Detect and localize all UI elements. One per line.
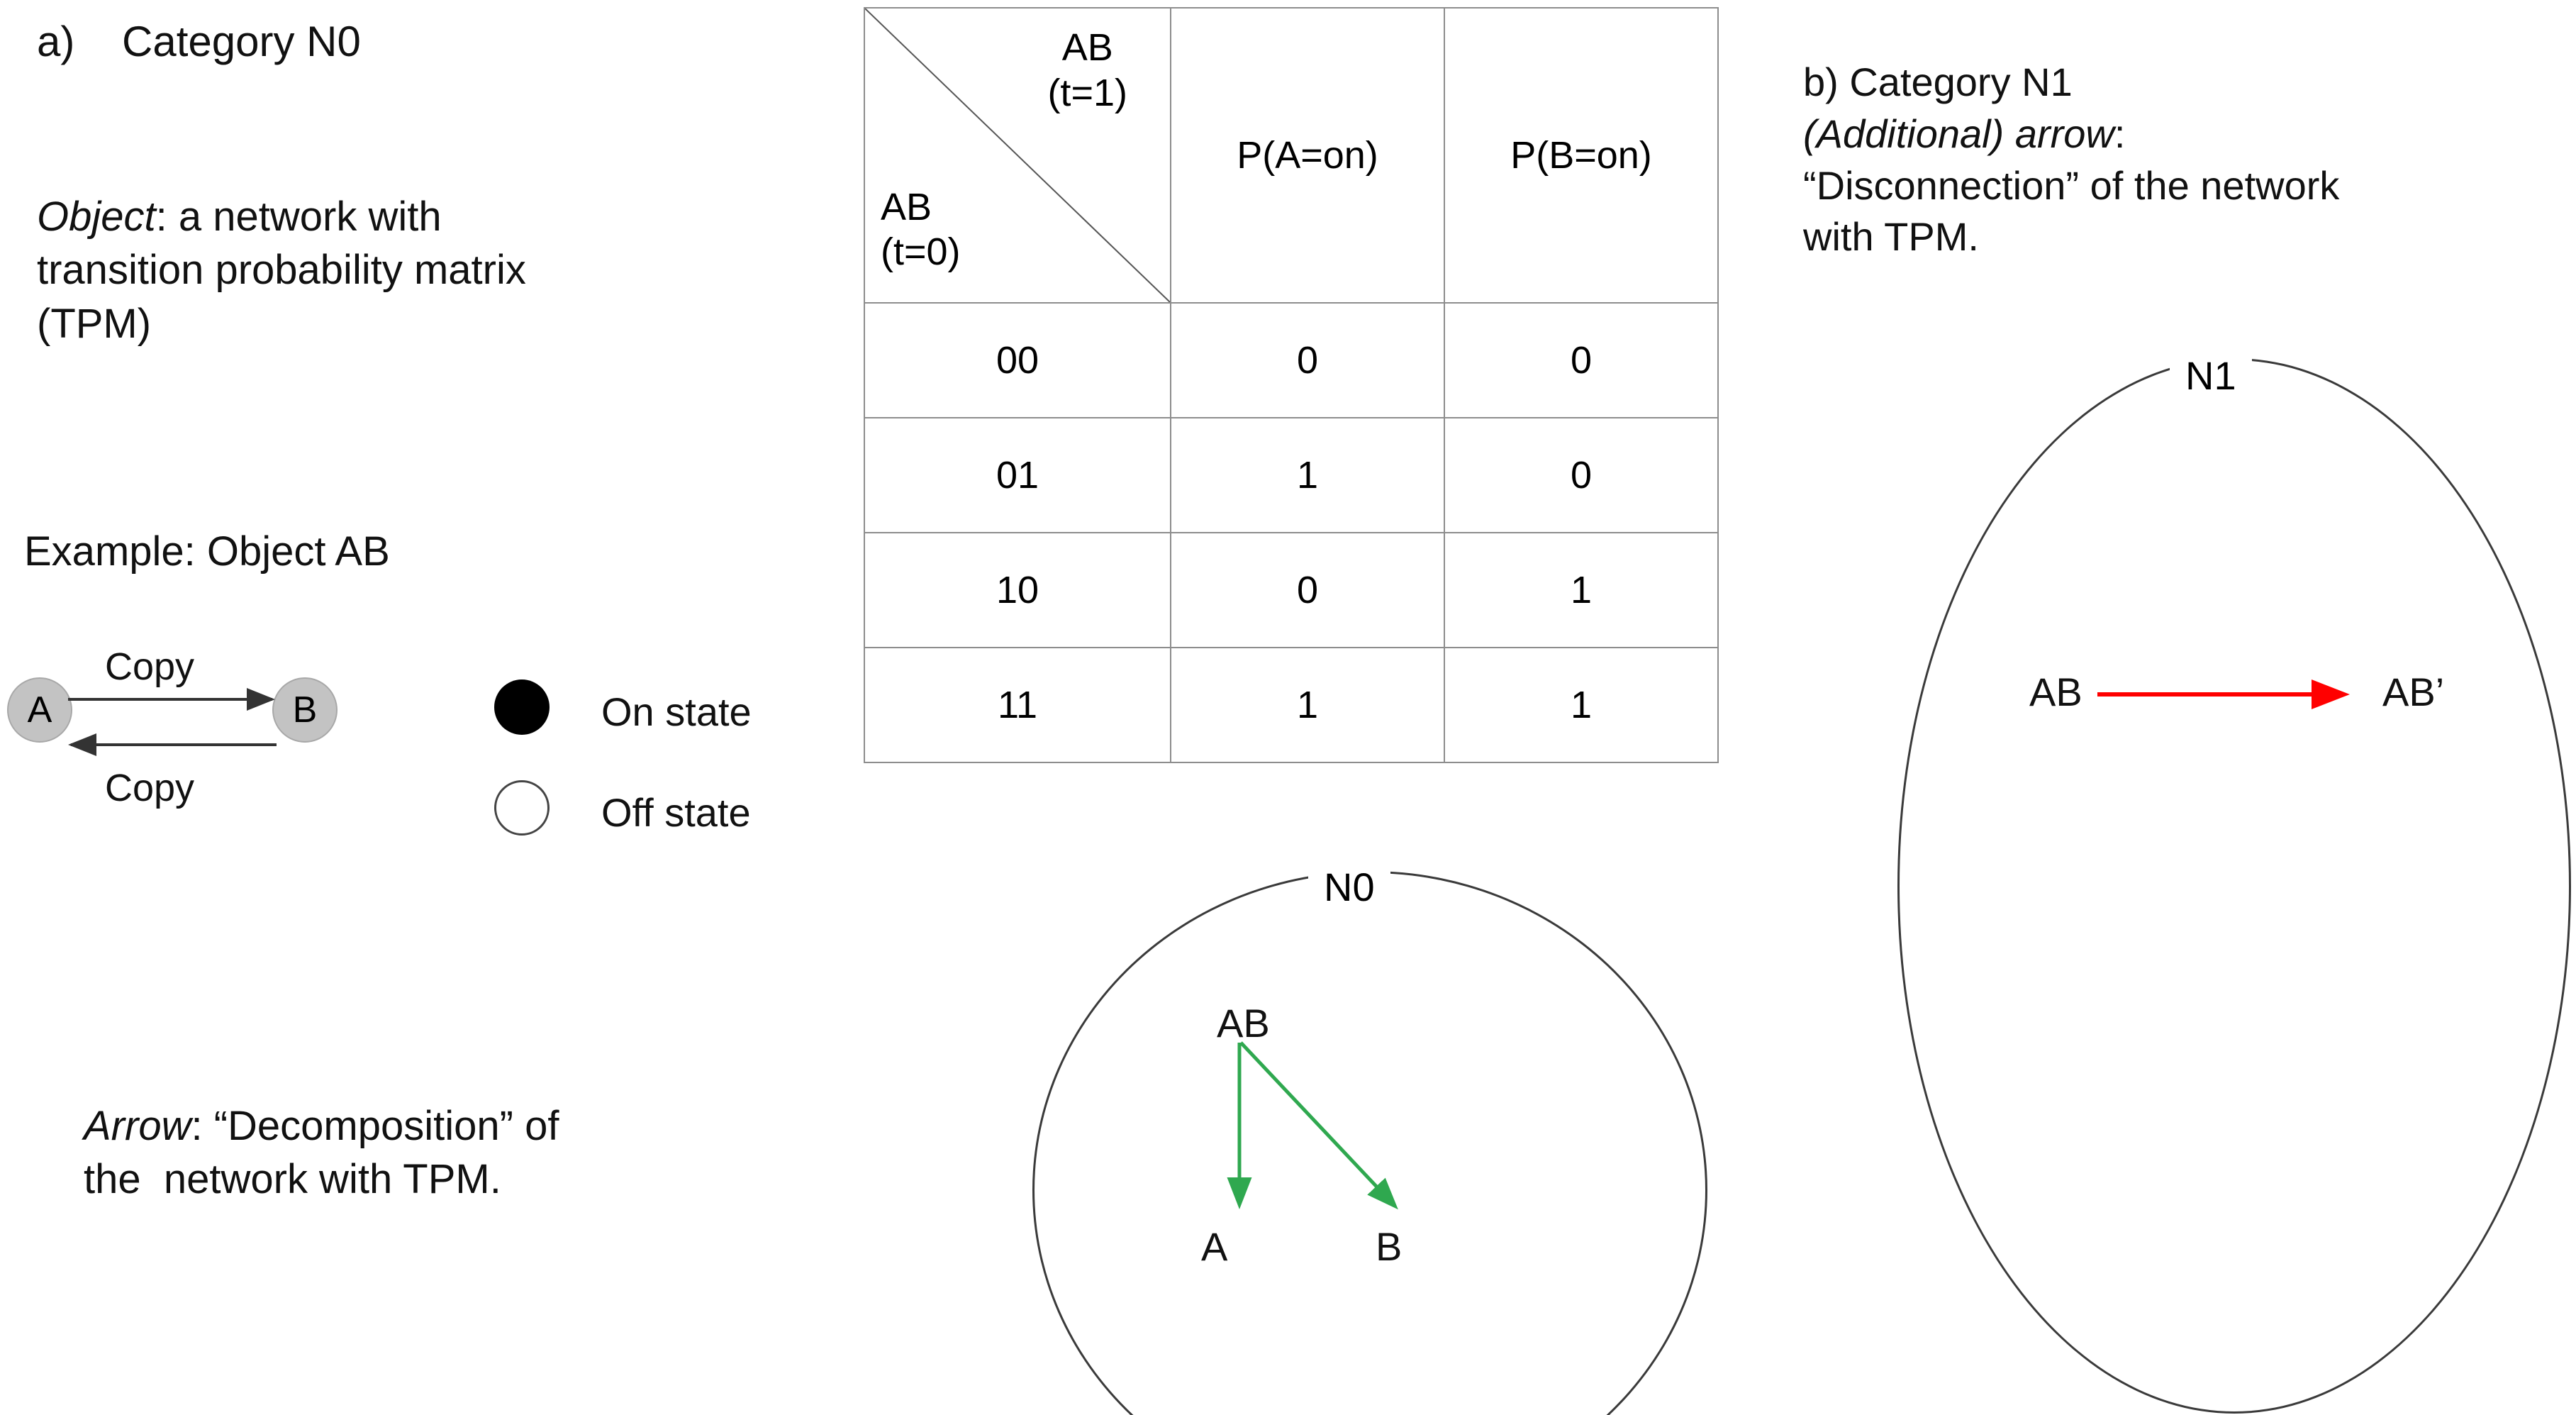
table-row: 10 0 1 xyxy=(864,532,1719,648)
network-node-b-label: B xyxy=(292,689,318,731)
table-row: 00 0 0 xyxy=(864,302,1719,418)
corner-label-t0: AB (t=0) xyxy=(881,185,961,274)
category-n1-ellipse xyxy=(1897,358,2571,1414)
n0-object-a: A xyxy=(1201,1224,1228,1269)
network-node-b xyxy=(272,677,338,743)
table-row: 11 1 1 xyxy=(864,647,1719,763)
n0-object-b: B xyxy=(1376,1224,1403,1269)
table-header-row: AB (t=1) AB (t=0) P(A=on) P(B=on) xyxy=(864,7,1719,304)
cell-p-a-on: 1 xyxy=(1170,647,1445,763)
cell-p-b-on: 1 xyxy=(1444,647,1719,763)
cell-p-a-on: 0 xyxy=(1170,302,1445,418)
n1-object-ab-prime: AB’ xyxy=(2382,670,2445,714)
on-state-dot-icon xyxy=(494,679,550,735)
object-description: : a network with transition probability … xyxy=(37,194,526,347)
off-state-label: Off state xyxy=(601,790,751,835)
cell-p-a-on: 1 xyxy=(1170,417,1445,533)
arrow-definition: Arrow: “Decomposition” of the network wi… xyxy=(84,1099,559,1206)
category-n1-label: N1 xyxy=(2170,353,2252,399)
category-n0-label: N0 xyxy=(1308,864,1390,910)
panel-a-title: a) Category N0 xyxy=(37,18,361,65)
object-term: Object xyxy=(37,194,156,240)
cell-p-a-on: 0 xyxy=(1170,532,1445,648)
panel-b-title: b) Category N1 xyxy=(1803,60,2073,104)
cell-state: 01 xyxy=(864,417,1171,533)
arrow-description: : “Decomposition” of the network with TP… xyxy=(84,1103,559,1203)
example-label: Example: Object AB xyxy=(24,528,390,575)
object-definition: Object: a network with transition probab… xyxy=(37,190,526,350)
arrow-term: Arrow xyxy=(84,1103,191,1149)
table-header-p-a-on: P(A=on) xyxy=(1170,7,1445,304)
table-corner-cell: AB (t=1) AB (t=0) xyxy=(864,7,1171,304)
n1-object-ab: AB xyxy=(2029,670,2082,714)
cell-state: 11 xyxy=(864,647,1171,763)
panel-b-arrow-term: (Additional) arrow xyxy=(1803,111,2114,156)
network-node-a xyxy=(7,677,72,743)
n0-object-ab: AB xyxy=(1217,1001,1270,1045)
table-row: 01 1 0 xyxy=(864,417,1719,533)
panel-b-arrow-description: : “Disconnection” of the network with TP… xyxy=(1803,111,2340,260)
on-state-label: On state xyxy=(601,689,752,734)
table-header-p-b-on: P(B=on) xyxy=(1444,7,1719,304)
cell-p-b-on: 0 xyxy=(1444,417,1719,533)
cell-p-b-on: 0 xyxy=(1444,302,1719,418)
corner-label-t1: AB (t=1) xyxy=(1047,26,1127,114)
network-node-a-label: A xyxy=(27,689,52,731)
transition-probability-matrix-table: AB (t=1) AB (t=0) P(A=on) P(B=on) 00 0 0… xyxy=(864,7,1719,763)
panel-b-text-block: b) Category N1 (Additional) arrow: “Disc… xyxy=(1803,57,2339,263)
cell-p-b-on: 1 xyxy=(1444,532,1719,648)
copy-label-bottom: Copy xyxy=(105,767,195,809)
off-state-dot-icon xyxy=(494,780,550,836)
copy-label-top: Copy xyxy=(105,645,195,688)
decomposition-arrows-svg xyxy=(1227,1041,1398,1210)
cell-state: 10 xyxy=(864,532,1171,648)
cell-state: 00 xyxy=(864,302,1171,418)
disconnection-arrow-svg xyxy=(2097,679,2350,709)
copy-arrows-svg xyxy=(68,688,277,756)
